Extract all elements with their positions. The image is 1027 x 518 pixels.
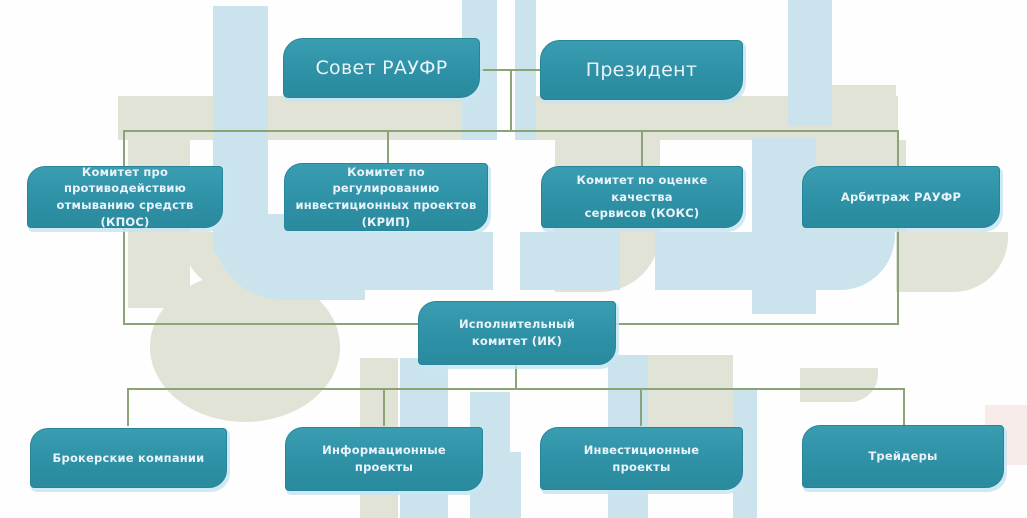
connector-line (641, 130, 643, 167)
node-committee-kpos-label: Комитет про противодействию отмыванию ср… (56, 164, 194, 229)
node-traders-label: Трейдеры (868, 449, 938, 464)
watermark-shape (288, 232, 493, 290)
node-investment-projects-label: Инвестиционные проекты (583, 442, 700, 474)
connector-line (387, 130, 389, 167)
node-information-projects: Информационные проекты (285, 427, 483, 491)
node-president-label: Президент (585, 59, 698, 81)
watermark-shape (655, 232, 895, 290)
node-information-projects-label: Информационные проекты (322, 443, 446, 474)
node-executive-committee-label: Исполнительный комитет (ИК) (458, 317, 576, 348)
node-brokers-label: Брокерские компании (52, 450, 205, 465)
connector-line (510, 69, 512, 131)
node-council-label: Совет РАУФР (315, 57, 448, 79)
connector-line (903, 388, 905, 426)
connector-line (515, 364, 517, 390)
node-arbitration: Арбитраж РАУФР (802, 166, 1000, 228)
node-executive-committee: Исполнительный комитет (ИК) (418, 301, 616, 365)
node-committee-koks: Комитет по оценке качества сервисов (КОК… (541, 166, 743, 228)
node-committee-krip: Комитет по регулированию инвестиционных … (284, 163, 488, 231)
node-arbitration-label: Арбитраж РАУФР (840, 189, 962, 204)
node-brokers: Брокерские компании (30, 428, 227, 488)
watermark-shape (520, 232, 620, 290)
watermark-shape (896, 232, 1008, 292)
node-investment-projects: Инвестиционные проекты (540, 427, 743, 490)
watermark-shape (788, 0, 832, 126)
node-president: Президент (540, 40, 743, 100)
connector-line (640, 388, 642, 426)
node-committee-koks-label: Комитет по оценке качества сервисов (КОК… (576, 172, 708, 221)
connector-line (127, 388, 905, 390)
node-committee-kpos: Комитет про противодействию отмыванию ср… (27, 165, 223, 229)
node-committee-krip-label: Комитет по регулированию инвестиционных … (295, 164, 477, 229)
watermark-shape (800, 368, 878, 402)
connector-line (123, 130, 899, 132)
connector-line (383, 388, 385, 426)
watermark-shape (503, 452, 521, 518)
node-council: Совет РАУФР (283, 38, 480, 98)
connector-line (127, 388, 129, 426)
node-traders: Трейдеры (802, 425, 1004, 488)
